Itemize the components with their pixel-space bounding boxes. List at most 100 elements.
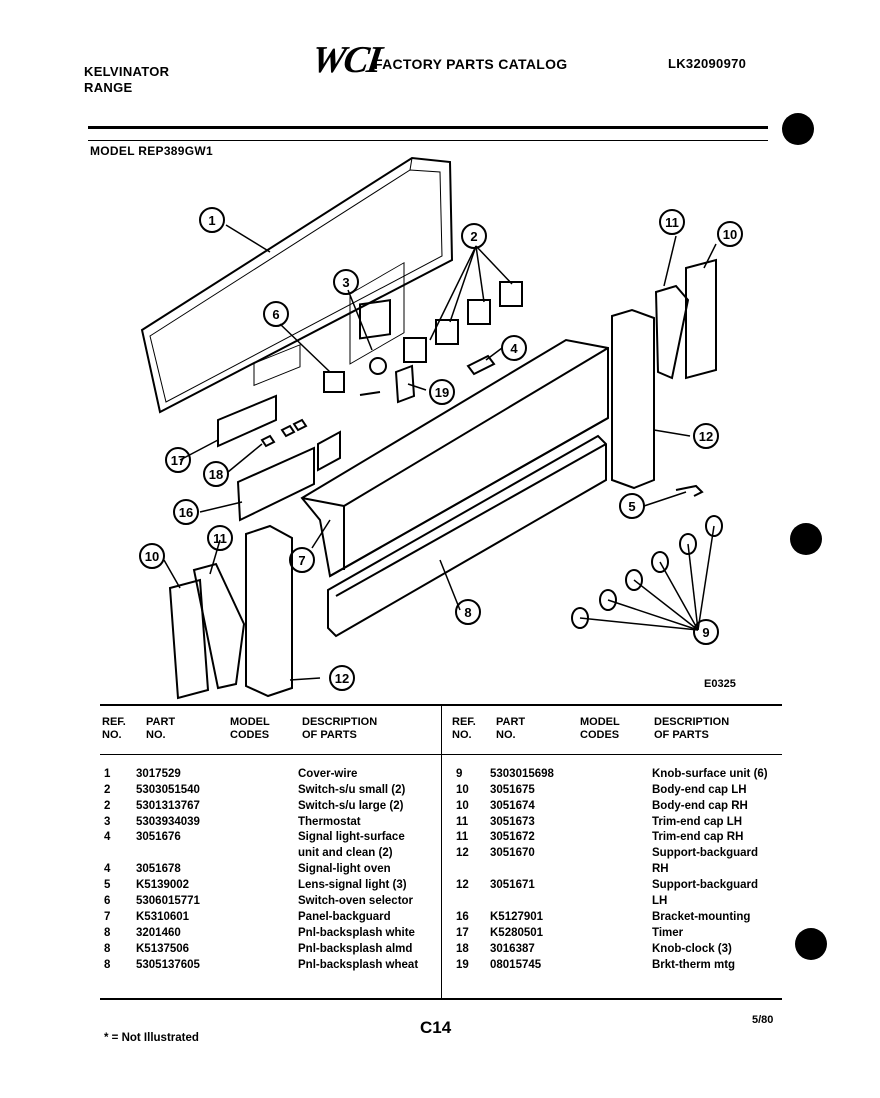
callout-label: 16 bbox=[179, 505, 193, 520]
callout-9 bbox=[693, 619, 719, 645]
cell-ref: 16 bbox=[456, 911, 469, 923]
catalog-code: LK32090970 bbox=[668, 56, 747, 71]
product-category: RANGE bbox=[84, 80, 133, 95]
revision-date: 5/80 bbox=[752, 1014, 774, 1026]
callout-11-right bbox=[659, 209, 685, 235]
bracket-side-part bbox=[317, 430, 341, 472]
cell-ref: 2 bbox=[104, 800, 111, 812]
callout-18 bbox=[203, 461, 229, 487]
cell-ref: 12 bbox=[456, 847, 469, 859]
cell-part: K5137506 bbox=[136, 943, 190, 955]
cell-part: 5303051540 bbox=[136, 784, 200, 796]
cell-desc: Trim-end cap RH bbox=[652, 831, 744, 843]
end-cap-rh-trim-part bbox=[654, 284, 690, 380]
leader-lines bbox=[163, 224, 717, 681]
cell-desc: Bracket-mounting bbox=[652, 911, 751, 923]
cell-ref: 8 bbox=[104, 943, 111, 955]
signal-light-part bbox=[466, 354, 496, 376]
cell-part: 08015745 bbox=[490, 959, 542, 971]
col-model-header: MODEL CODES bbox=[230, 716, 270, 741]
cell-ref: 10 bbox=[456, 784, 469, 796]
callout-8 bbox=[455, 599, 481, 625]
cell-ref: 11 bbox=[456, 831, 469, 843]
cell-desc: Pnl-backsplash wheat bbox=[298, 959, 419, 971]
support-backguard-lh-part bbox=[245, 524, 293, 698]
cell-part: 3051672 bbox=[490, 831, 535, 843]
callout-label: 12 bbox=[335, 671, 349, 686]
table-divider bbox=[441, 706, 442, 998]
callout-label: 9 bbox=[702, 625, 709, 640]
cell-part: 3051671 bbox=[490, 879, 535, 891]
cell-part: 3016387 bbox=[490, 943, 535, 955]
header-rule bbox=[88, 126, 768, 129]
timer-part bbox=[217, 394, 277, 448]
table-bottom-rule bbox=[100, 998, 782, 1000]
callout-label: 6 bbox=[272, 307, 279, 322]
col-model-header: MODEL CODES bbox=[580, 716, 620, 741]
footnote: * = Not Illustrated bbox=[104, 1032, 199, 1044]
surface-switch-parts bbox=[403, 281, 523, 363]
callout-label: 11 bbox=[213, 531, 227, 546]
cell-part: 3051675 bbox=[490, 784, 535, 796]
callout-label: 12 bbox=[699, 429, 713, 444]
binder-hole-bottom bbox=[795, 928, 827, 960]
cell-desc: RH bbox=[652, 863, 669, 875]
cell-part: 3051676 bbox=[136, 831, 181, 843]
col-desc-header: DESCRIPTION OF PARTS bbox=[302, 716, 378, 741]
cell-ref: 4 bbox=[104, 831, 111, 843]
thermostat-bracket-part bbox=[394, 364, 416, 404]
callout-6 bbox=[263, 301, 289, 327]
callout-label: 19 bbox=[435, 385, 449, 400]
cell-ref: 5 bbox=[104, 879, 111, 891]
callout-5 bbox=[619, 493, 645, 519]
cell-part: 5305137605 bbox=[136, 959, 200, 971]
model-label: MODEL REP389GW1 bbox=[90, 144, 213, 158]
clock-knob-parts bbox=[260, 418, 308, 448]
cell-ref: 19 bbox=[456, 959, 469, 971]
cell-part: 3051670 bbox=[490, 847, 535, 859]
lens-signal-light-part bbox=[675, 484, 704, 497]
callout-numbers: 1 2 3 4 5 6 7 8 9 10 10 11 11 12 12 16 1… bbox=[145, 213, 737, 686]
cell-ref: 2 bbox=[104, 784, 111, 796]
catalog-title: FACTORY PARTS CATALOG bbox=[374, 56, 568, 72]
callout-16 bbox=[173, 499, 199, 525]
callout-7 bbox=[289, 547, 315, 573]
diagram-code: E0325 bbox=[704, 678, 736, 690]
cell-part: 3051678 bbox=[136, 863, 181, 875]
callout-label: 18 bbox=[209, 467, 223, 482]
end-cap-lh-trim-part bbox=[192, 562, 246, 690]
callout-10-right bbox=[717, 221, 743, 247]
surface-knob-parts bbox=[571, 515, 723, 629]
callout-label: 10 bbox=[723, 227, 737, 242]
callout-11-left bbox=[207, 525, 233, 551]
callout-label: 17 bbox=[171, 453, 185, 468]
cell-desc: Lens-signal light (3) bbox=[298, 879, 407, 891]
col-ref-header: REF. NO. bbox=[102, 716, 126, 741]
callout-12-left bbox=[329, 665, 355, 691]
brand-name: KELVINATOR bbox=[84, 64, 170, 79]
cell-part: K5139002 bbox=[136, 879, 190, 891]
callout-2 bbox=[461, 223, 487, 249]
binder-hole-top bbox=[782, 113, 814, 145]
cell-desc: Thermostat bbox=[298, 816, 361, 828]
cell-part: K5280501 bbox=[490, 927, 544, 939]
callout-label: 5 bbox=[628, 499, 635, 514]
callout-1 bbox=[199, 207, 225, 233]
cell-desc: Support-backguard bbox=[652, 847, 759, 859]
cell-part: K5127901 bbox=[490, 911, 544, 923]
col-part-header: PART NO. bbox=[146, 716, 176, 741]
callout-label: 1 bbox=[208, 213, 215, 228]
cell-desc: Knob-surface unit (6) bbox=[652, 768, 768, 780]
cover-wire-part bbox=[140, 156, 454, 414]
support-backguard-rh-part bbox=[611, 308, 655, 490]
cell-desc: Trim-end cap LH bbox=[652, 816, 743, 828]
cell-ref: 18 bbox=[456, 943, 469, 955]
cell-desc: Switch-s/u large (2) bbox=[298, 800, 404, 812]
cell-part: K5310601 bbox=[136, 911, 190, 923]
callout-4 bbox=[501, 335, 527, 361]
cell-ref: 4 bbox=[104, 863, 111, 875]
cell-desc: Switch-oven selector bbox=[298, 895, 414, 907]
col-desc-header: DESCRIPTION OF PARTS bbox=[654, 716, 730, 741]
end-cap-lh-body-part bbox=[168, 578, 210, 700]
col-ref-header: REF. NO. bbox=[452, 716, 476, 741]
